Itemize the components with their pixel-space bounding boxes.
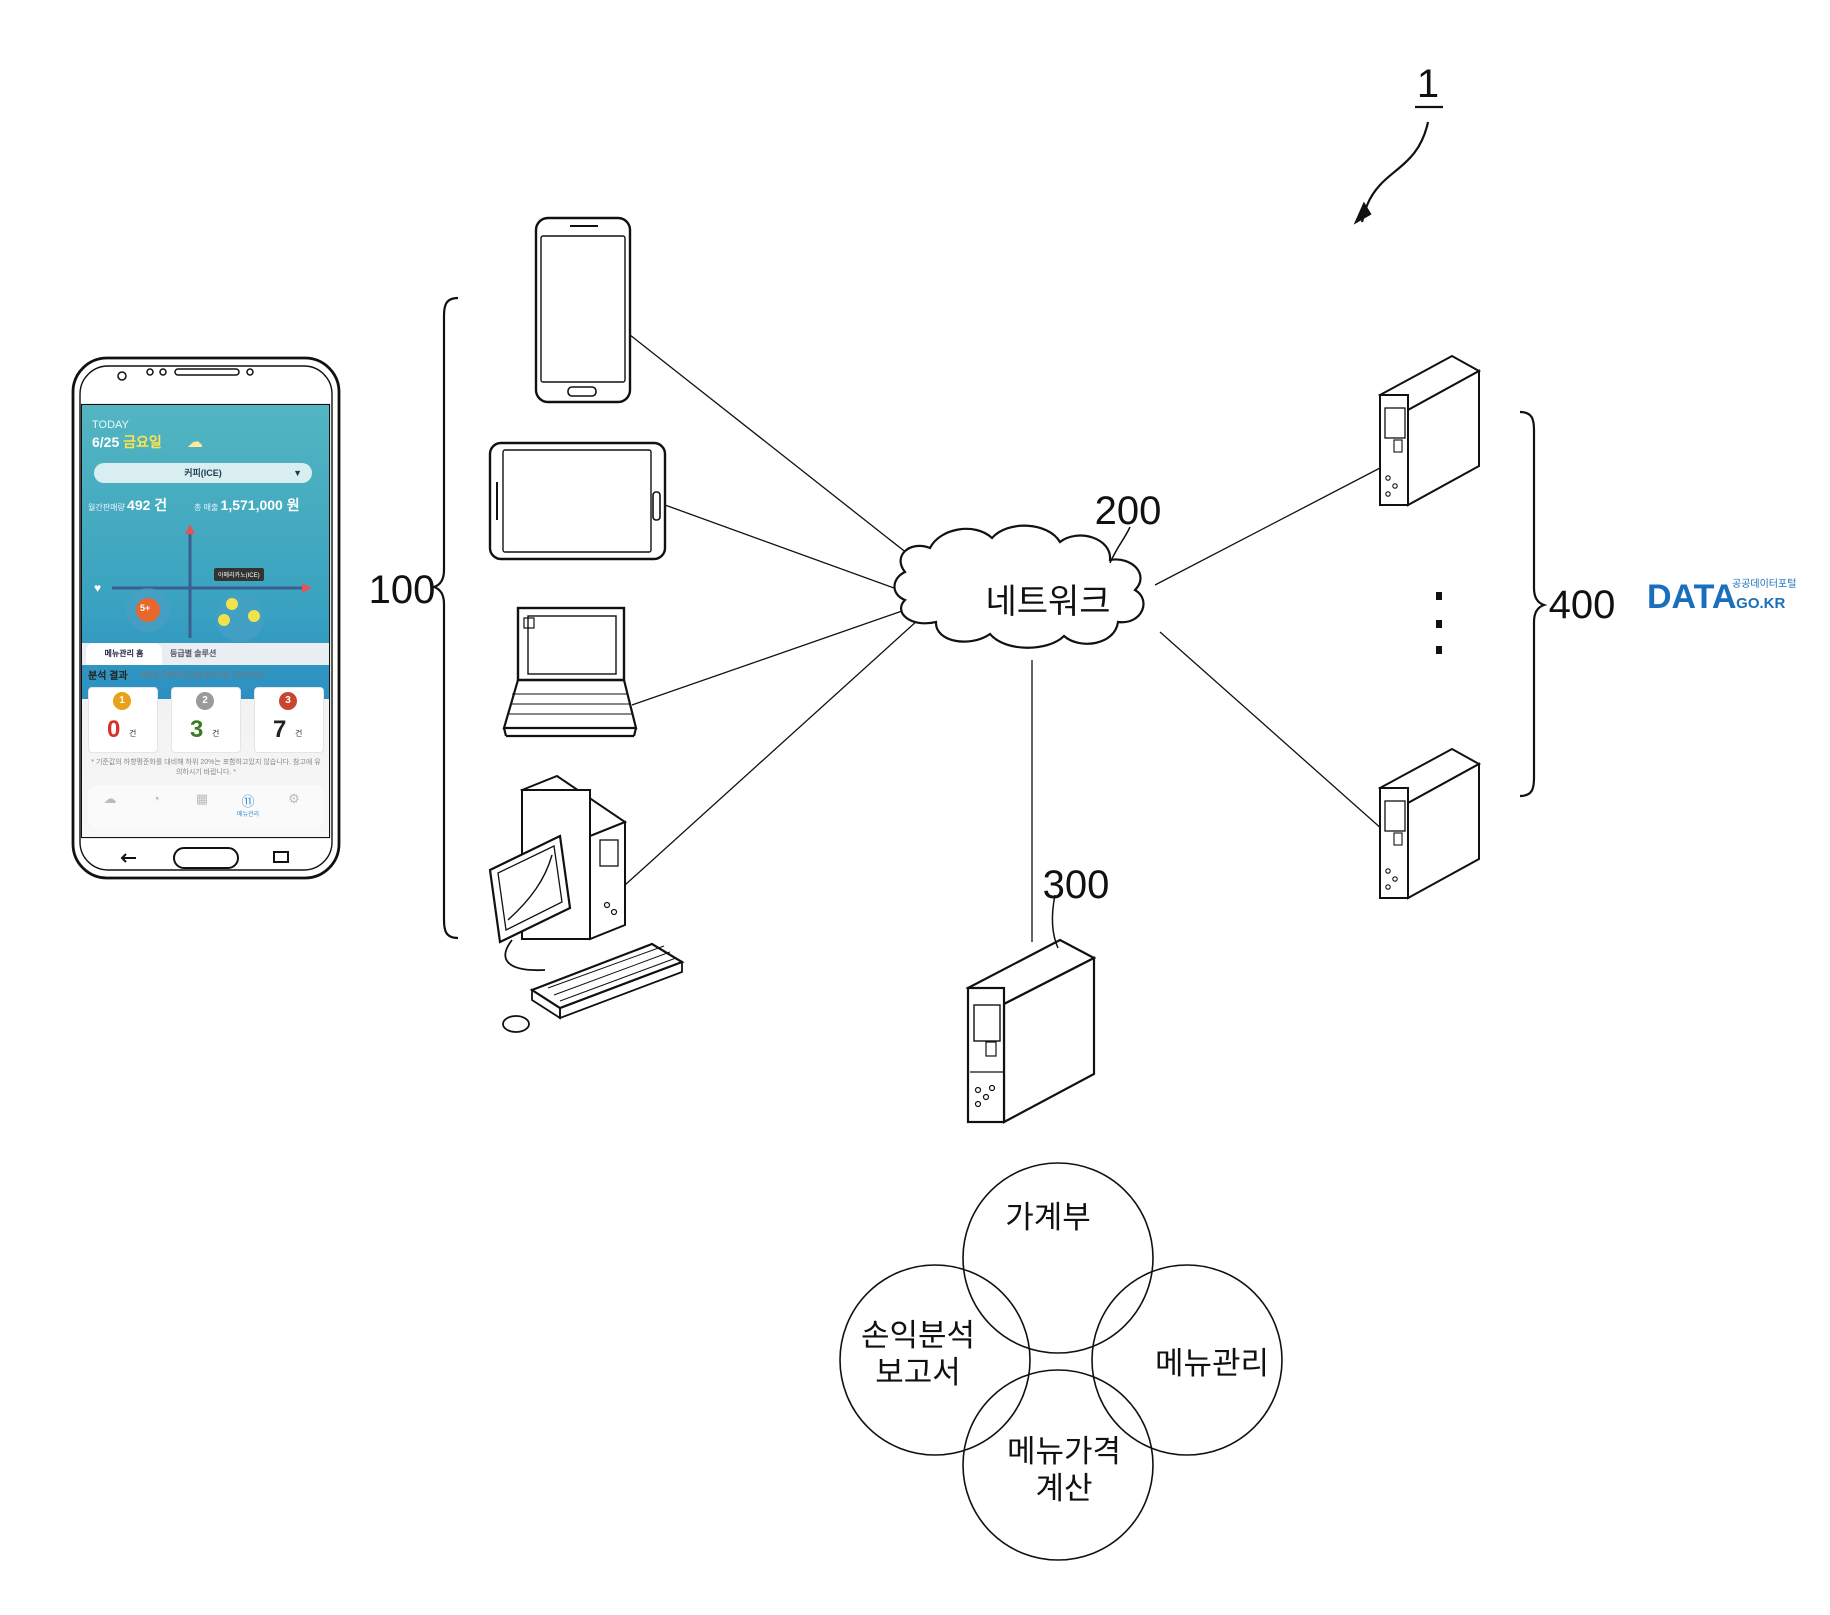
bottom-nav: ☁ ◔ ▦ ⑪ 메뉴관리 ⚙ <box>88 785 324 829</box>
chevron-down-icon: ▼ <box>293 468 302 478</box>
module-label: 메뉴관리 <box>1155 1346 1269 1381</box>
total-sales-value: 1,571,000 원 <box>220 497 300 513</box>
nav-settings[interactable]: ⚙ <box>274 791 314 809</box>
tab-menu-home[interactable]: 메뉴관리 홈 <box>86 643 162 665</box>
brace-external <box>1519 410 1548 798</box>
venn-circle-right <box>1091 1264 1283 1456</box>
link-external-server-top <box>1154 467 1381 586</box>
monthly-sales: 월간판매량 492 건 <box>88 495 167 515</box>
menu-select-value: 커피(ICE) <box>184 468 222 478</box>
link-tablet <box>664 504 906 593</box>
cloud-icon: ☁ <box>103 791 117 806</box>
svg-text:♥: ♥ <box>94 581 101 595</box>
venn-circle-bottom <box>962 1369 1154 1561</box>
nav-menu-management-label: 메뉴관리 <box>236 812 260 818</box>
chart-tag: 아메리카노(ICE) <box>214 568 264 581</box>
medal-unit: 건 <box>129 729 137 738</box>
desktop-icon <box>488 774 685 1033</box>
label-system: 1 <box>1417 62 1439 106</box>
nav-stats[interactable]: ◔ <box>136 791 176 809</box>
pie-icon: ◔ <box>152 791 160 806</box>
date-label: 6/25 금요일 <box>92 432 162 452</box>
analysis-title: 분석 결과 <box>88 671 128 682</box>
tablet-icon <box>488 441 667 561</box>
link-smartphone <box>629 334 923 566</box>
watermark-bottom: .GO.KR <box>1732 595 1786 612</box>
connection-lines <box>624 334 1384 942</box>
label-external: 400 <box>1549 583 1616 627</box>
external-server-bottom-icon <box>1377 747 1482 900</box>
footnote: * 기준값의 하향평준화를 대비해 하위 20%는 포함하고있지 않습니다. 참… <box>91 759 321 776</box>
tab-bar: 메뉴관리 홈 등급별 솔루션 <box>82 643 329 665</box>
phone-app-screen: TODAY 6/25 금요일 ☁ 커피(ICE) ▼ 월간판매량 492 건 총 … <box>82 405 329 837</box>
grid-icon: ▦ <box>195 791 209 806</box>
module-label: 가계부 <box>1005 1200 1091 1235</box>
system-arrow <box>1360 121 1430 223</box>
venn-modules <box>839 1162 1283 1561</box>
medal-unit: 건 <box>295 729 303 738</box>
medal-count: 0 <box>107 716 121 743</box>
medal-icon: 1 <box>113 692 131 710</box>
medal-unit: 건 <box>212 729 220 738</box>
venn-circle-left <box>839 1264 1031 1456</box>
ellipsis-dots <box>1436 592 1442 654</box>
nav-grid[interactable]: ▦ <box>182 791 222 809</box>
nav-menu-management[interactable]: ⑪ 메뉴관리 <box>228 791 268 818</box>
medal-card-1[interactable]: 1 0 건 <box>88 687 158 753</box>
server-300-icon <box>965 894 1097 1124</box>
watermark-main: DATA <box>1647 578 1736 616</box>
system-arrowhead <box>1353 201 1372 225</box>
gear-icon: ⚙ <box>288 791 300 806</box>
monthly-sales-value: 492 건 <box>127 497 168 513</box>
label-clients: 100 <box>369 568 436 612</box>
medal-count: 7 <box>273 716 287 743</box>
medal-icon: 2 <box>196 692 214 710</box>
link-laptop <box>631 609 906 706</box>
date-value: 6/25 <box>92 434 120 450</box>
nav-home[interactable]: ☁ <box>90 791 130 809</box>
medal-card-3[interactable]: 3 7 건 <box>254 687 324 753</box>
menu-select[interactable]: 커피(ICE) ▼ <box>94 463 312 483</box>
medal-icon: 3 <box>279 692 297 710</box>
label-network-ref: 200 <box>1095 489 1162 533</box>
venn-circle-top <box>962 1162 1154 1354</box>
badge: 5+ <box>140 603 151 613</box>
quadrant-chart: ♥ <box>94 524 312 642</box>
external-server-top-icon <box>1377 354 1482 507</box>
network-leader <box>1109 526 1131 564</box>
smartphone-icon <box>534 216 632 404</box>
today-label: TODAY <box>92 419 129 431</box>
monthly-sales-label: 월간판매량 <box>88 503 125 512</box>
watermark-top: 공공데이터포털 <box>1732 578 1796 590</box>
medal-card-2[interactable]: 2 3 건 <box>171 687 241 753</box>
weather-icon: ☁ <box>187 434 203 451</box>
medal-count: 3 <box>190 716 204 743</box>
weekday-value: 금요일 <box>123 434 162 450</box>
laptop-icon <box>502 606 638 738</box>
tab-grade-solution[interactable]: 등급별 솔루션 <box>170 649 217 658</box>
network-cloud <box>893 524 1145 649</box>
menu-icon: ⑪ <box>241 794 255 809</box>
total-sales-label: 총 매출 <box>194 503 219 512</box>
watermark-logo: DATA 공공데이터포털 .GO.KR <box>1647 578 1796 616</box>
total-sales: 총 매출 1,571,000 원 <box>194 495 300 515</box>
brace-clients <box>430 296 459 940</box>
label-server: 300 <box>1043 863 1110 907</box>
link-desktop <box>624 619 919 886</box>
link-external-server-bottom <box>1159 631 1384 831</box>
label-network: 네트워크 <box>985 583 1110 621</box>
analysis-hint: 메달을 클릭해 등급별 솔루션을 확인하세요! <box>140 672 266 679</box>
